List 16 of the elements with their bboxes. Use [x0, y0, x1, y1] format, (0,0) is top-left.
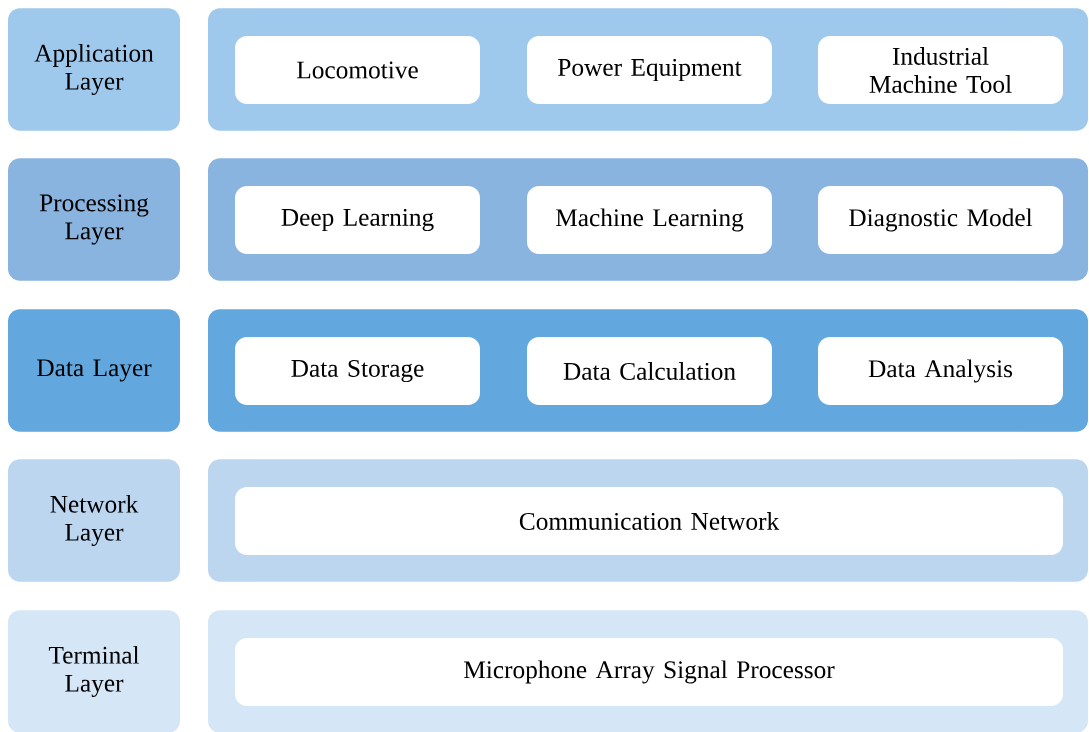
- component-box: Power Equipment: [527, 36, 772, 104]
- component-box: Data Analysis: [818, 337, 1063, 405]
- component-box: Deep Learning: [235, 186, 480, 254]
- layer-label-box: Application Layer: [8, 8, 180, 131]
- component-box: Communication Network: [235, 487, 1063, 555]
- layer-label-box: Terminal Layer: [8, 610, 180, 732]
- layer-label-box: Network Layer: [8, 459, 180, 582]
- component-box: Machine Learning: [527, 186, 772, 254]
- layer-label-box: Data Layer: [8, 309, 180, 432]
- component-box: Diagnostic Model: [818, 186, 1063, 254]
- layer-label-box: Processing Layer: [8, 158, 180, 281]
- component-box: Industrial Machine Tool: [818, 36, 1063, 104]
- component-box: Microphone Array Signal Processor: [235, 638, 1063, 706]
- component-box: Locomotive: [235, 36, 480, 104]
- component-box: Data Calculation: [527, 337, 772, 405]
- component-box: Data Storage: [235, 337, 480, 405]
